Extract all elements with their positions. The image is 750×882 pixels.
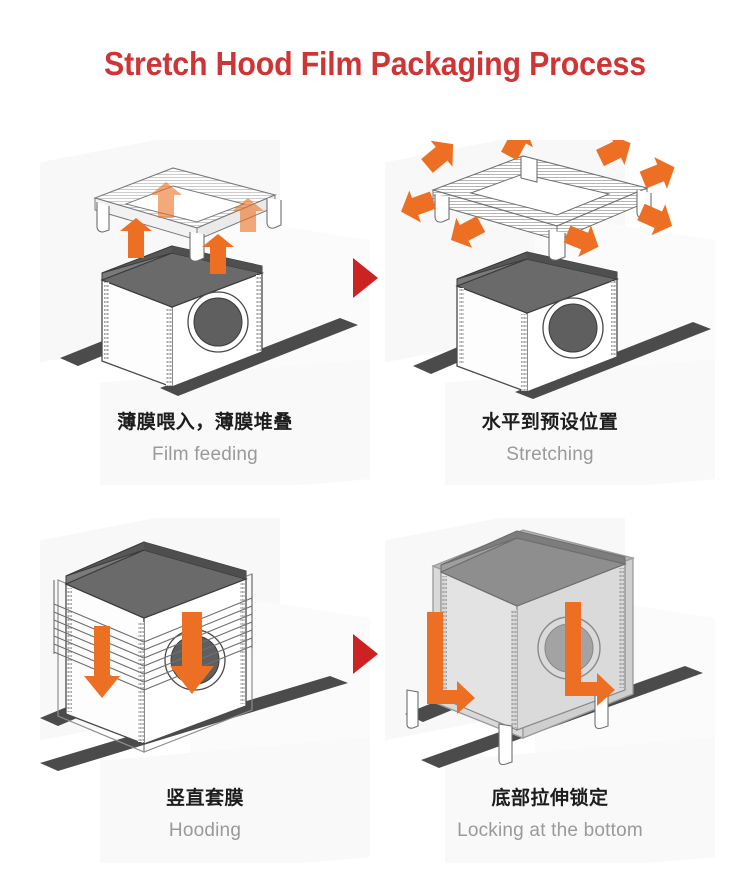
process-step-4: 底部拉伸锁定 Locking at the bottom [385,518,715,863]
direction-arrows [120,182,264,274]
process-step-2: 水平到预设位置 Stretching [385,140,715,485]
process-step-1: 薄膜喂入，薄膜堆叠 Film feeding [40,140,370,485]
direction-arrows [84,612,214,698]
step-caption: 薄膜喂入，薄膜堆叠 Film feeding [40,410,370,467]
direction-arrows [427,602,615,714]
next-step-arrow-icon [353,634,378,674]
illustration-hooding [40,518,370,778]
page-title: Stretch Hood Film Packaging Process [104,45,646,82]
step-caption-cn: 底部拉伸锁定 [491,788,609,809]
direction-arrows [401,140,675,257]
step-caption-cn: 竖直套膜 [165,788,244,809]
palletized-load [57,541,253,753]
illustration-locking-bottom [385,518,715,778]
step-caption-en: Stretching [506,444,594,465]
illustration-stretching [385,140,715,400]
step-caption: 竖直套膜 Hooding [40,786,370,843]
film-frame-stretched [431,155,652,261]
palletized-load [455,251,620,393]
step-caption: 水平到预设位置 Stretching [385,410,715,467]
step-caption-cn: 薄膜喂入，薄膜堆叠 [117,412,293,433]
film-band [53,574,253,691]
step-caption: 底部拉伸锁定 Locking at the bottom [385,786,715,843]
step-caption-en: Film feeding [152,444,258,465]
step-caption-en: Locking at the bottom [457,820,643,841]
illustration-film-feeding [40,140,370,400]
next-step-arrow-icon [353,258,378,298]
step-caption-cn: 水平到预设位置 [481,412,619,433]
process-step-3: 竖直套膜 Hooding [40,518,370,863]
step-caption-en: Hooding [168,820,242,841]
